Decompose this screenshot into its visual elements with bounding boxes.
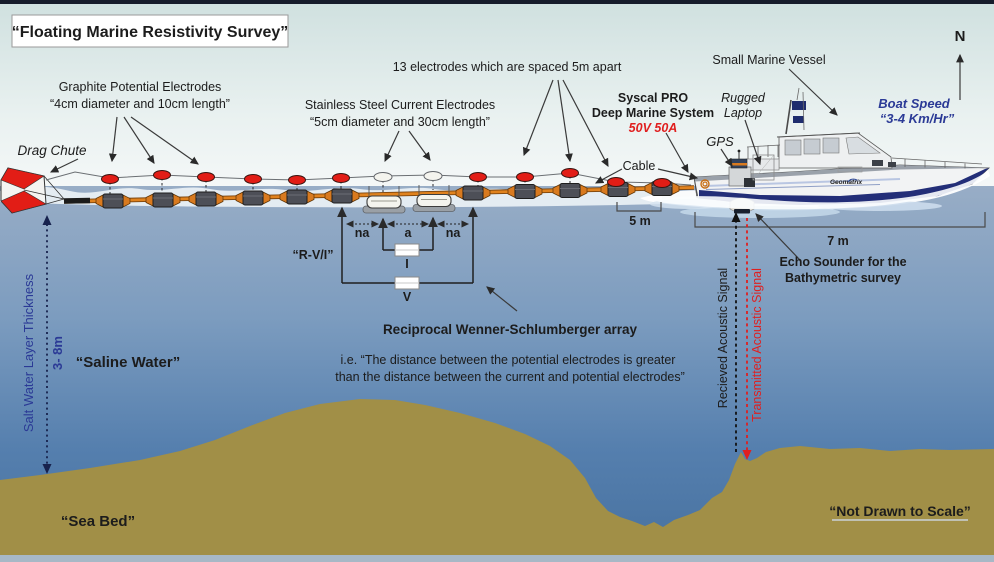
bottom-border	[0, 555, 994, 562]
echo-sounder-line2: Bathymetric survey	[785, 271, 901, 285]
array-na-left-label: na	[355, 226, 371, 240]
bow-railing	[891, 157, 983, 169]
acoustic-signals	[731, 212, 752, 460]
syscal-label-line1: Syscal PRO	[618, 91, 688, 105]
laptop-unit	[744, 178, 755, 187]
graphite-label-line2: “4cm diameter and 10cm length”	[50, 97, 230, 111]
gunwale	[694, 165, 989, 182]
antennas	[796, 87, 805, 131]
top-border	[0, 0, 994, 4]
cable-lead-segment	[63, 197, 91, 204]
sea-bed-profile	[0, 399, 994, 556]
array-note-line2: than the distance between the current an…	[335, 370, 685, 384]
array-na-right-label: na	[446, 226, 462, 240]
page-title: “Floating Marine Resistivity Survey”	[12, 24, 289, 41]
gps-label: GPS	[706, 134, 734, 149]
surface-rope	[45, 171, 692, 186]
thickness-range-label: 3- 8m	[50, 336, 65, 370]
array-current-label: I	[405, 257, 408, 271]
array-name: Reciprocal Wenner-Schlumberger array	[383, 322, 638, 337]
rugged-laptop-line2: Laptop	[724, 106, 762, 120]
stainless-label-line1: Stainless Steel Current Electrodes	[305, 98, 495, 112]
stern-equipment	[700, 149, 775, 189]
echo-sounder-line1: Echo Sounder for the	[779, 255, 906, 269]
title-box: “Floating Marine Resistivity Survey”	[11, 14, 289, 48]
mast	[785, 99, 792, 135]
drag-chute	[0, 167, 65, 214]
radar-unit	[792, 101, 806, 110]
cable-coil	[700, 179, 710, 189]
stainless-label-line2: “5cm diameter and 30cm length”	[310, 115, 490, 129]
windshield	[845, 136, 881, 155]
compass: N	[955, 28, 966, 100]
spacing-5m-label: 5 m	[629, 214, 651, 228]
boat-speed-line2: “3-4 Km/Hr”	[880, 111, 955, 126]
boat-logo: Geomatrix	[830, 179, 863, 186]
array-a-label: a	[405, 226, 413, 240]
cable-label: Cable	[623, 159, 656, 173]
salt-water-thickness-gauge	[42, 215, 52, 474]
small-vessel-label: Small Marine Vessel	[712, 53, 825, 67]
array-voltage-label: V	[403, 290, 412, 304]
pointer-arrows	[49, 68, 838, 184]
array-wiring	[337, 206, 478, 290]
syscal-rating-label: 50V 50A	[629, 121, 678, 135]
spacing-bracket-5m	[616, 202, 662, 212]
transmitted-signal-label: Transmitted Acoustic Signal	[750, 268, 764, 422]
graphite-label-line1: Graphite Potential Electrodes	[59, 80, 222, 94]
boat-speed-line1: Boat Speed	[878, 96, 951, 111]
boat-length-bracket-7m	[694, 212, 986, 228]
saline-water-label: “Saline Water”	[76, 354, 180, 371]
survey-boat: Geomatrix	[655, 87, 990, 214]
compass-north-label: N	[955, 28, 966, 45]
boat-length-7m-label: 7 m	[827, 234, 849, 248]
aft-railing	[746, 144, 781, 159]
drag-chute-label: Drag Chute	[17, 143, 86, 158]
salt-water-thickness-label: Salt Water Layer Thickness	[21, 273, 36, 432]
array-note-line1: i.e. “The distance between the potential…	[341, 353, 676, 367]
received-signal-label: Recieved Acoustic Signal	[716, 268, 730, 408]
array-name-arrow	[486, 286, 518, 312]
array-rvi-label: “R-V/I”	[293, 248, 334, 262]
electrode-count-label: 13 electrodes which are spaced 5m apart	[393, 60, 622, 74]
bow-foam	[655, 172, 986, 210]
echo-sounder-arrow	[755, 213, 801, 261]
sea-bed-label: “Sea Bed”	[61, 513, 135, 530]
syscal-label-line2: Deep Marine System	[592, 106, 714, 120]
not-to-scale-label: “Not Drawn to Scale”	[829, 503, 971, 519]
rugged-laptop-line1: Rugged	[721, 91, 766, 105]
stainless-current-electrodes	[362, 185, 456, 214]
